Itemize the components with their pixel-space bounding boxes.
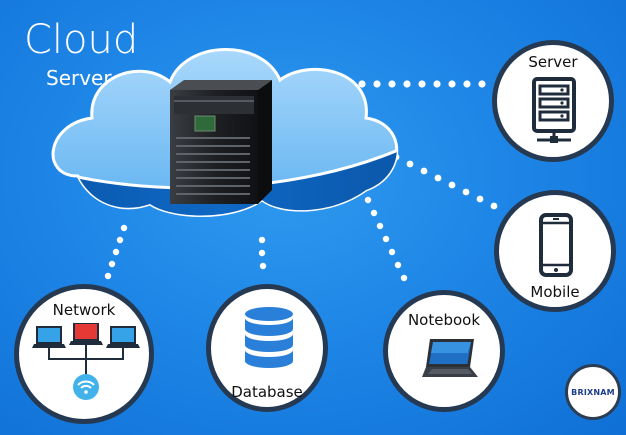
server-tower-icon xyxy=(170,80,272,204)
connector-network xyxy=(104,224,128,280)
diagram-subtitle: Server xyxy=(46,66,112,90)
database-icon xyxy=(245,307,293,368)
connector-server xyxy=(358,80,486,88)
connector-notebook xyxy=(364,196,408,282)
node-server: Server xyxy=(492,40,614,162)
node-database-label: Database xyxy=(231,383,303,401)
wifi-icon xyxy=(73,374,99,400)
node-notebook: Notebook xyxy=(383,290,505,412)
laptop-right-icon xyxy=(106,326,140,348)
diagram-title: Cloud xyxy=(24,17,139,63)
connector-database xyxy=(258,236,267,270)
node-mobile-label: Mobile xyxy=(530,283,580,301)
mobile-phone-icon xyxy=(539,213,573,277)
node-network: Network xyxy=(14,284,154,424)
network-icon xyxy=(32,323,140,400)
node-network-label: Network xyxy=(52,301,116,319)
laptop-left-icon xyxy=(32,326,66,348)
laptop-icon xyxy=(422,339,478,377)
brand-logo-text: BRIXNAM xyxy=(571,387,615,397)
laptop-center-icon xyxy=(69,323,103,345)
server-rack-icon xyxy=(532,77,576,143)
node-database: Database xyxy=(206,284,328,412)
node-mobile: Mobile xyxy=(494,190,616,312)
node-notebook-label: Notebook xyxy=(407,311,481,329)
brand-logo: BRIXNAM xyxy=(565,364,621,420)
node-server-label: Server xyxy=(528,53,578,71)
